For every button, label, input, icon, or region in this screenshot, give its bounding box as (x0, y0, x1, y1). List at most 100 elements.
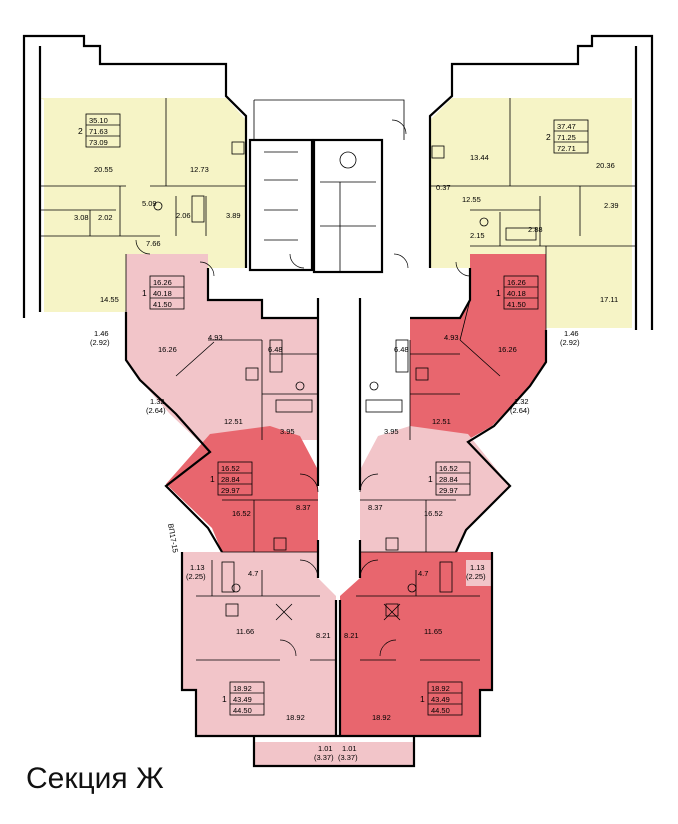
door-arc (391, 119, 407, 135)
apt-rooms: 2 (78, 126, 83, 136)
apt-label-center-right: 1 16.52 28.84 29.97 (428, 461, 471, 496)
apt-living-area: 37.47 (557, 122, 576, 131)
room-area: 3.95 (384, 427, 399, 436)
room-area: 7.66 (146, 239, 161, 248)
ventilation-shaft-icon (383, 603, 401, 621)
apt-rooms: 1 (222, 694, 227, 704)
room-area: 8.37 (368, 503, 383, 512)
apt-rooms: 1 (428, 474, 433, 484)
balcony-area-full: (2.25) (186, 572, 206, 581)
room-area: 12.51 (432, 417, 451, 426)
room-area: 4.93 (444, 333, 459, 342)
balcony-area-full: (3.37) (314, 753, 334, 762)
room-area: 16.26 (158, 345, 177, 354)
plan-tag: ВП17-15 (166, 523, 180, 554)
apt-living-area: 18.92 (233, 684, 252, 693)
door-arc (135, 239, 151, 255)
apt-total-area: 71.63 (89, 127, 108, 136)
section-caption: Секция Ж (26, 762, 164, 795)
room-area: 12.51 (224, 417, 243, 426)
apt-total-balcony-area: 44.50 (431, 706, 450, 715)
door-arc (299, 473, 319, 493)
apartment-labels: 2 35.10 71.63 73.09 2 37.47 71.25 72.71 … (78, 113, 589, 716)
stove-icon (231, 141, 245, 155)
room-area: 18.92 (286, 713, 305, 722)
apt-label-bottom-right: 1 18.92 43.49 44.50 (420, 681, 463, 716)
balcony-area-full: (2.64) (510, 406, 530, 415)
apartment-fills (40, 98, 632, 766)
fixtures (153, 141, 537, 621)
apt-total-balcony-area: 73.09 (89, 138, 108, 147)
outer-wall-bottom (180, 552, 494, 768)
stair-core (248, 138, 314, 272)
balcony-right-fill (466, 560, 492, 586)
apt-label-mid-left: 1 16.26 40.18 41.50 (142, 275, 185, 310)
balcony-area-full: (2.25) (466, 572, 486, 581)
room-area: 17.11 (600, 295, 618, 304)
apt-rooms: 1 (142, 288, 147, 298)
apt-total-area: 71.25 (557, 133, 576, 142)
bathtub-icon (191, 195, 205, 223)
balcony-area: 1.32 (514, 397, 529, 406)
balcony-area: 1.13 (470, 563, 485, 572)
interior-walls-mid (175, 299, 501, 440)
room-area: 12.73 (190, 165, 209, 174)
bathtub-icon (221, 561, 235, 593)
doors (135, 119, 471, 657)
stove-icon (385, 603, 399, 617)
door-arc (299, 559, 319, 579)
apt-center-left-fill (166, 426, 318, 552)
ventilation-shaft-icon (275, 603, 293, 621)
toilet-icon (407, 583, 417, 593)
room-area: 20.55 (94, 165, 113, 174)
room-area: 11.65 (424, 627, 442, 636)
room-area: 18.92 (372, 713, 391, 722)
apt-center-right-fill (360, 426, 510, 552)
outer-wall-right (428, 34, 654, 330)
balcony-area-full: (2.92) (560, 338, 580, 347)
balcony-area: 1.01 (318, 744, 333, 753)
apt-total-balcony-area: 72.71 (557, 144, 576, 153)
balcony-area: 1.13 (190, 563, 205, 572)
apt-total-balcony-area: 44.50 (233, 706, 252, 715)
room-area: 8.21 (316, 631, 331, 640)
core-walls (253, 99, 405, 272)
elevator-block (312, 138, 384, 274)
door-arc (359, 473, 379, 493)
room-area: 2.06 (176, 211, 191, 220)
room-area: 16.52 (424, 509, 443, 518)
apt-total-area: 28.84 (221, 475, 240, 484)
balcony-bottom-fill (254, 742, 414, 766)
apt-total-balcony-area: 29.97 (221, 486, 240, 495)
room-area: 3.89 (226, 211, 241, 220)
apt-top-left-fill (40, 98, 246, 312)
apt-total-area: 28.84 (439, 475, 458, 484)
room-area: 16.52 (232, 509, 251, 518)
apt-living-area: 18.92 (431, 684, 450, 693)
bathtub-icon (395, 339, 409, 373)
room-area: 16.26 (498, 345, 517, 354)
room-area: 4.7 (248, 569, 258, 578)
bathtub-icon (365, 399, 403, 413)
toilet-icon (153, 201, 163, 211)
apt-mid-right-fill (410, 254, 546, 442)
room-area: 2.02 (98, 213, 113, 222)
room-area: 4.7 (418, 569, 428, 578)
stove-icon (431, 145, 445, 159)
room-area: 5.09 (142, 199, 157, 208)
stove-icon (225, 603, 239, 617)
apt-rooms: 1 (496, 288, 501, 298)
room-area: 2.15 (470, 231, 485, 240)
door-arc (455, 261, 471, 277)
door-arc (289, 253, 305, 269)
apt-bottom-left-fill (182, 552, 336, 736)
apt-total-area: 43.49 (431, 695, 450, 704)
balcony-area: 1.01 (342, 744, 357, 753)
apt-label-top-left: 2 35.10 71.63 73.09 (78, 113, 121, 148)
apt-label-bottom-left: 1 18.92 43.49 44.50 (222, 681, 265, 716)
door-arc (379, 639, 397, 657)
apt-top-right-fill (430, 98, 632, 328)
apt-total-area: 43.49 (233, 695, 252, 704)
apt-total-balcony-area: 29.97 (439, 486, 458, 495)
stove-icon (273, 537, 287, 551)
